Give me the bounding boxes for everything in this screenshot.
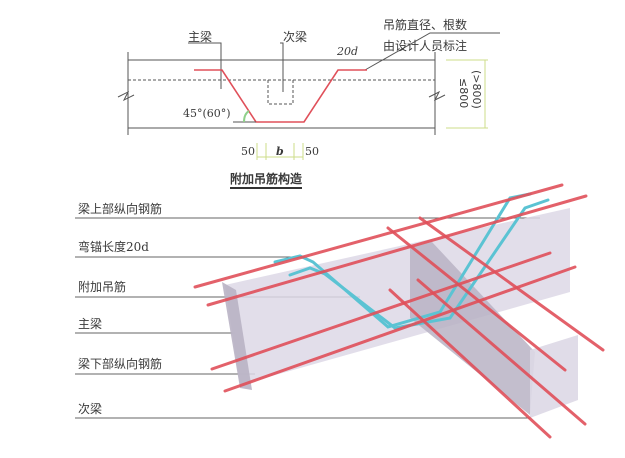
- callout-main-beam: 主梁: [78, 317, 103, 331]
- secondary-beam-face: [530, 335, 578, 418]
- secondary-beam-notch: [267, 80, 294, 105]
- main-beam-end: [222, 282, 252, 390]
- label-note-line2: 由设计人员标注: [383, 39, 468, 53]
- section-beam-outline: [117, 52, 446, 135]
- label-height-limit: ≤800: [457, 78, 470, 109]
- callout-anchor-length: 弯锚长度20d: [78, 240, 149, 254]
- label-note-line1: 吊筋直径、根数: [383, 18, 468, 32]
- callout-hanger-bar: 附加吊筋: [78, 280, 127, 294]
- section-title: 附加吊筋构造: [230, 173, 303, 189]
- label-secondary-beam: 次梁: [283, 30, 308, 44]
- label-angle: 45°(60°): [183, 107, 231, 120]
- dim-left: 50: [241, 145, 255, 158]
- label-height-limit-alt: (>800): [470, 70, 483, 109]
- dim-right: 50: [305, 145, 319, 158]
- callout-secondary-beam: 次梁: [78, 402, 103, 416]
- callout-top-rebar: 梁上部纵向钢筋: [78, 202, 163, 216]
- label-main-beam: 主梁: [188, 30, 213, 44]
- callout-bottom-rebar: 梁下部纵向钢筋: [78, 357, 163, 371]
- label-anchor-length: 20d: [337, 45, 359, 58]
- secondary-beam-rebars: [386, 216, 605, 439]
- hanger-bar-section: [194, 69, 367, 123]
- dim-b: b: [276, 145, 284, 158]
